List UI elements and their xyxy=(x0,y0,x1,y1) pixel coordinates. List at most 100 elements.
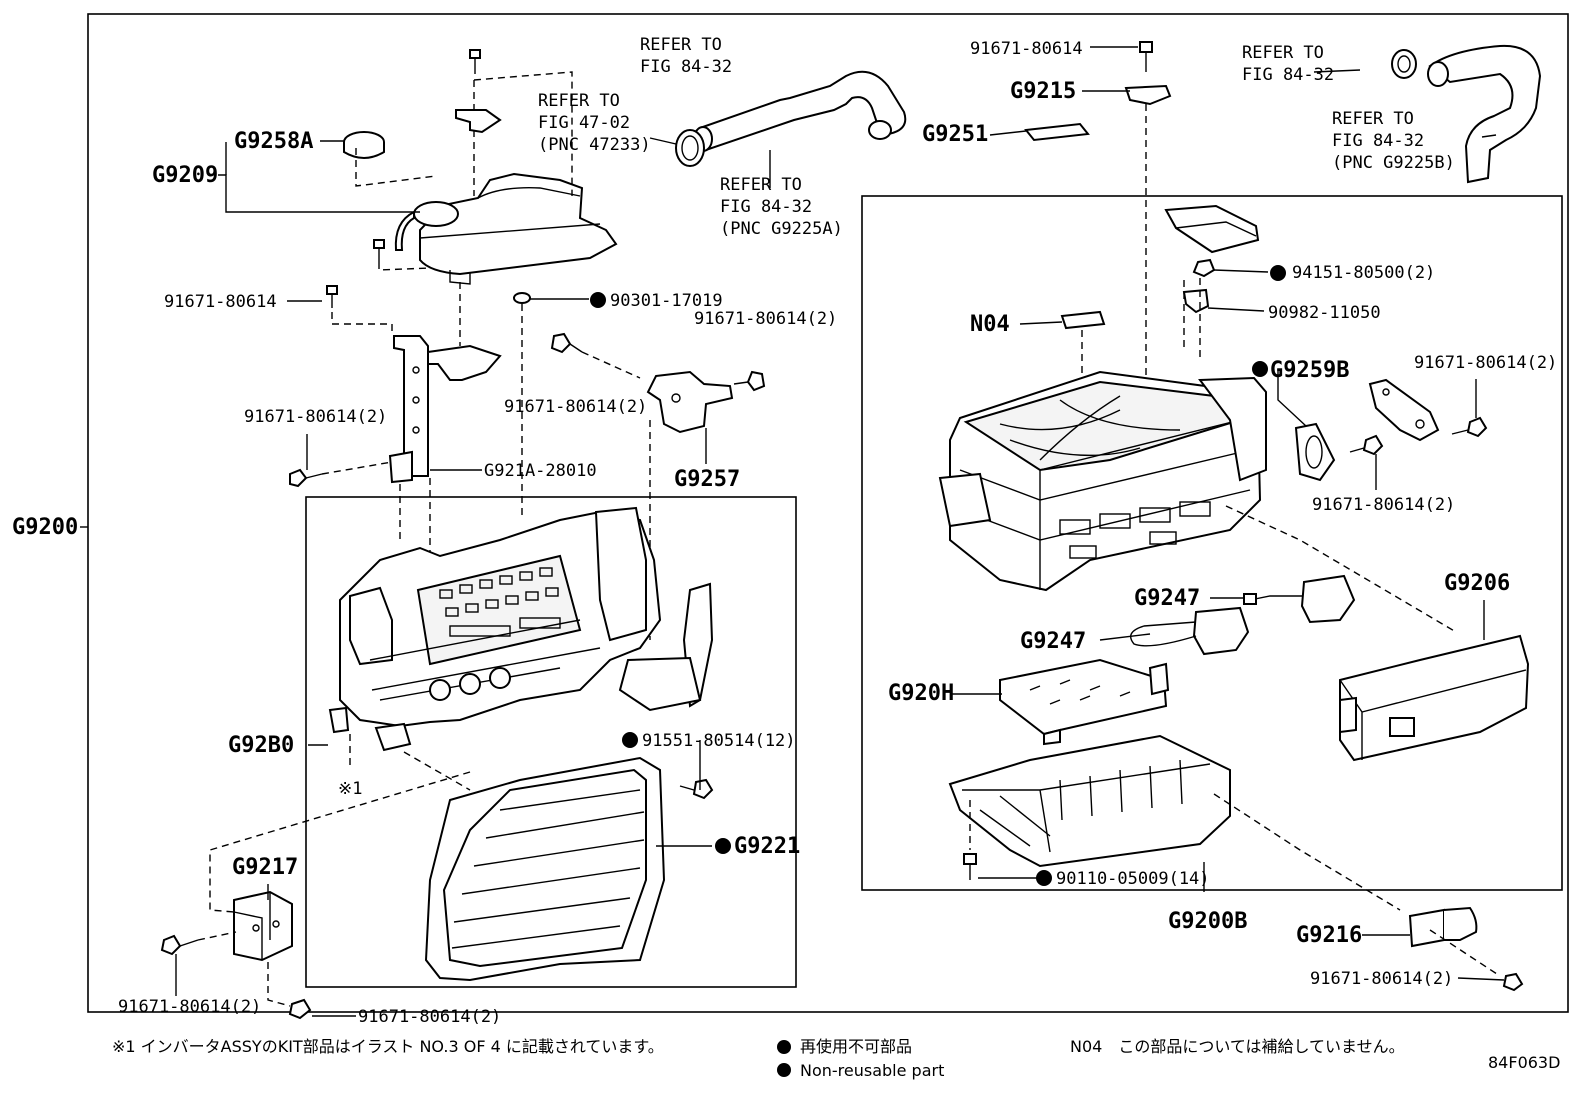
refer-84-32-b-l1: REFER TO xyxy=(720,175,802,195)
board-g920h xyxy=(999,658,1170,746)
bracket-90982 xyxy=(1182,288,1210,314)
label-n04: N04 xyxy=(970,312,1010,337)
footer-n04-note: N04 この部品については補給していません。 xyxy=(1070,1037,1405,1056)
non-reusable-dot xyxy=(622,732,638,748)
clamp-icon xyxy=(675,129,705,167)
label-91671-2-left: 91671-80614(2) xyxy=(244,407,387,427)
label-90110: 90110-05009(14) xyxy=(1056,869,1210,889)
bracket-g921a xyxy=(388,335,502,484)
connector-g9259b xyxy=(1294,422,1336,482)
label-91671-2-bl: 91671-80614(2) xyxy=(118,997,261,1017)
bolt-icon xyxy=(1349,434,1384,456)
label-94151: 94151-80500(2) xyxy=(1292,263,1435,283)
label-plate-g9251 xyxy=(1024,122,1090,142)
reservoir-tank xyxy=(394,172,618,285)
label-g9200: G9200 xyxy=(12,515,78,540)
refer-47-02-l3: (PNC 47233) xyxy=(538,135,651,155)
bolt-icon xyxy=(1502,972,1524,992)
lower-case-tray xyxy=(948,734,1231,868)
cable-g9247-upper xyxy=(1243,574,1356,624)
inverter-assy-box xyxy=(861,195,1563,891)
refer-84-32-c-l1: REFER TO xyxy=(1242,43,1324,63)
bolt-icon xyxy=(326,285,338,308)
refer-84-32-a-l2: FIG 84-32 xyxy=(640,57,732,77)
bolt-icon xyxy=(963,853,977,880)
label-g9217: G9217 xyxy=(232,855,298,880)
bracket-g9217 xyxy=(233,890,293,962)
nut-icon xyxy=(1192,258,1216,278)
label-91671-2-r2: 91671-80614(2) xyxy=(1312,495,1455,515)
hose-a xyxy=(693,70,907,152)
label-91671-top-right: 91671-80614 xyxy=(970,39,1083,59)
inverter-body xyxy=(938,370,1267,592)
clip-g9215 xyxy=(1124,84,1172,106)
footer-note1: ※1 インバータASSYのKIT部品はイラスト NO.3 OF 4 に記載されて… xyxy=(112,1037,664,1056)
bolt-icon xyxy=(289,468,323,488)
refer-84-32-b-l2: FIG 84-32 xyxy=(720,197,812,217)
label-g9216: G9216 xyxy=(1296,923,1362,948)
bracket-g9257 xyxy=(646,370,734,434)
label-91671-2-r1: 91671-80614(2) xyxy=(1414,353,1557,373)
cable-g9247-lower xyxy=(1130,606,1250,656)
non-reusable-dot xyxy=(1036,870,1052,886)
label-n04 xyxy=(1060,310,1106,330)
label-91671-left: 91671-80614 xyxy=(164,292,277,312)
refer-84-32-d-l2: FIG 84-32 xyxy=(1332,131,1424,151)
bolt-icon xyxy=(373,239,385,262)
label-g9209: G9209 xyxy=(152,163,218,188)
legend-jp: 再使用不可部品 xyxy=(800,1037,912,1056)
label-g920h: G920H xyxy=(888,681,954,706)
non-reusable-markers xyxy=(590,265,1286,1077)
bolt-icon xyxy=(1451,416,1488,438)
bracket-icon xyxy=(455,109,502,134)
label-g9221: G9221 xyxy=(734,834,800,859)
refer-84-32-b-l3: (PNC G9225A) xyxy=(720,219,843,239)
label-g9257: G9257 xyxy=(674,467,740,492)
non-reusable-dot xyxy=(590,292,606,308)
non-reusable-dot xyxy=(715,838,731,854)
bracket-top-right xyxy=(1164,204,1260,254)
label-g9206: G9206 xyxy=(1444,571,1510,596)
label-note-mark: ※1 xyxy=(338,779,362,799)
label-91671-2-bc: 91671-80614(2) xyxy=(358,1007,501,1027)
refer-84-32-c-l2: FIG 84-32 xyxy=(1242,65,1334,85)
refer-47-02-l1: REFER TO xyxy=(538,91,620,111)
leader-lines xyxy=(80,46,1505,1017)
bolt-icon xyxy=(679,778,714,800)
washer-icon xyxy=(513,292,531,304)
label-g9247-b: G9247 xyxy=(1020,629,1086,654)
label-91671-2-mid2: 91671-80614(2) xyxy=(504,397,647,417)
label-91671-2-mid: 91671-80614(2) xyxy=(694,309,837,329)
label-91671-2-br: 91671-80614(2) xyxy=(1310,969,1453,989)
label-g9258a: G9258A xyxy=(234,129,313,154)
bolt-icon xyxy=(160,934,199,956)
bolt-icon xyxy=(288,998,312,1020)
label-g9259b: G9259B xyxy=(1270,358,1349,383)
non-reusable-dot xyxy=(777,1040,791,1054)
non-reusable-dot xyxy=(1252,361,1268,377)
inverter-kit-box xyxy=(305,496,797,988)
non-reusable-dot xyxy=(1270,265,1286,281)
label-g9251: G9251 xyxy=(922,122,988,147)
non-reusable-dot xyxy=(777,1063,791,1077)
hose-b xyxy=(1427,44,1542,184)
legend-en: Non-reusable part xyxy=(800,1061,944,1080)
bolt-icon xyxy=(550,332,583,354)
inverter-board-assembly xyxy=(328,506,714,752)
label-90982: 90982-11050 xyxy=(1268,303,1381,323)
cap-g9258a xyxy=(343,131,385,159)
refer-84-32-d-l1: REFER TO xyxy=(1332,109,1414,129)
cover-g9206 xyxy=(1339,634,1530,762)
figure-code: 84F063D xyxy=(1488,1053,1560,1072)
bolt-icon xyxy=(469,49,481,74)
refer-47-02-l2: FIG 47-02 xyxy=(538,113,630,133)
label-g9200b: G9200B xyxy=(1168,909,1247,934)
clamp-icon xyxy=(1391,49,1417,79)
